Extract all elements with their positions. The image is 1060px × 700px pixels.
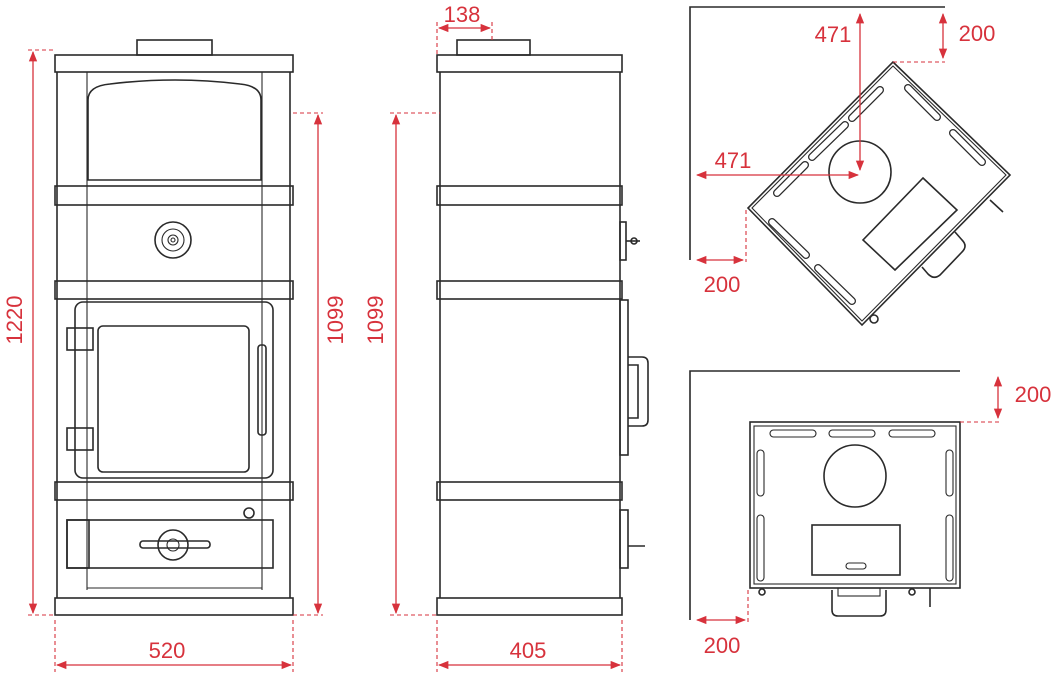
front-dimensions: 1220 1099 520 xyxy=(2,49,348,672)
dim-clearance-back-200: 200 xyxy=(959,21,996,46)
oven-window xyxy=(87,79,262,181)
dim-wall-side-200: 200 xyxy=(704,633,741,658)
firebox-door[interactable] xyxy=(74,301,274,479)
flue-collar xyxy=(136,39,213,56)
dim-depth-405: 405 xyxy=(510,638,547,663)
door-handle[interactable] xyxy=(257,344,267,436)
hotplate xyxy=(861,176,959,272)
dim-flue-y-471: 471 xyxy=(815,22,852,47)
dim-height-1099: 1099 xyxy=(323,296,348,345)
dim-clearance-side-200: 200 xyxy=(704,272,741,297)
wall xyxy=(689,370,960,620)
wall-dimensions: 200 200 xyxy=(695,375,1052,658)
stove-top-outline xyxy=(746,60,1012,327)
dim-wall-back-200: 200 xyxy=(1015,382,1052,407)
wall-installation-view xyxy=(689,370,961,620)
side-view xyxy=(436,39,649,616)
band xyxy=(54,481,294,501)
dim-width-520: 520 xyxy=(149,638,186,663)
front-view xyxy=(54,39,294,616)
top-plate xyxy=(54,54,294,73)
small-knob[interactable] xyxy=(243,507,255,519)
dim-flue-x-471: 471 xyxy=(715,148,752,173)
hinge xyxy=(66,327,94,351)
band xyxy=(54,280,294,300)
hinge xyxy=(66,427,94,451)
dim-flue-138: 138 xyxy=(444,2,481,27)
hotplate xyxy=(811,524,901,576)
dim-height-1220: 1220 xyxy=(2,296,27,345)
flue-outlet xyxy=(823,444,887,508)
air-control-knob[interactable] xyxy=(154,221,192,259)
wall xyxy=(689,6,945,260)
dim-height-1099-side: 1099 xyxy=(363,296,388,345)
door-glass xyxy=(97,325,250,473)
band xyxy=(54,185,294,206)
base xyxy=(54,597,294,616)
corner-dimensions: 471 471 200 200 xyxy=(695,12,996,297)
ash-drawer-handle[interactable] xyxy=(139,540,211,549)
side-dimensions: 138 1099 405 xyxy=(363,2,623,672)
ash-drawer[interactable] xyxy=(66,519,274,569)
